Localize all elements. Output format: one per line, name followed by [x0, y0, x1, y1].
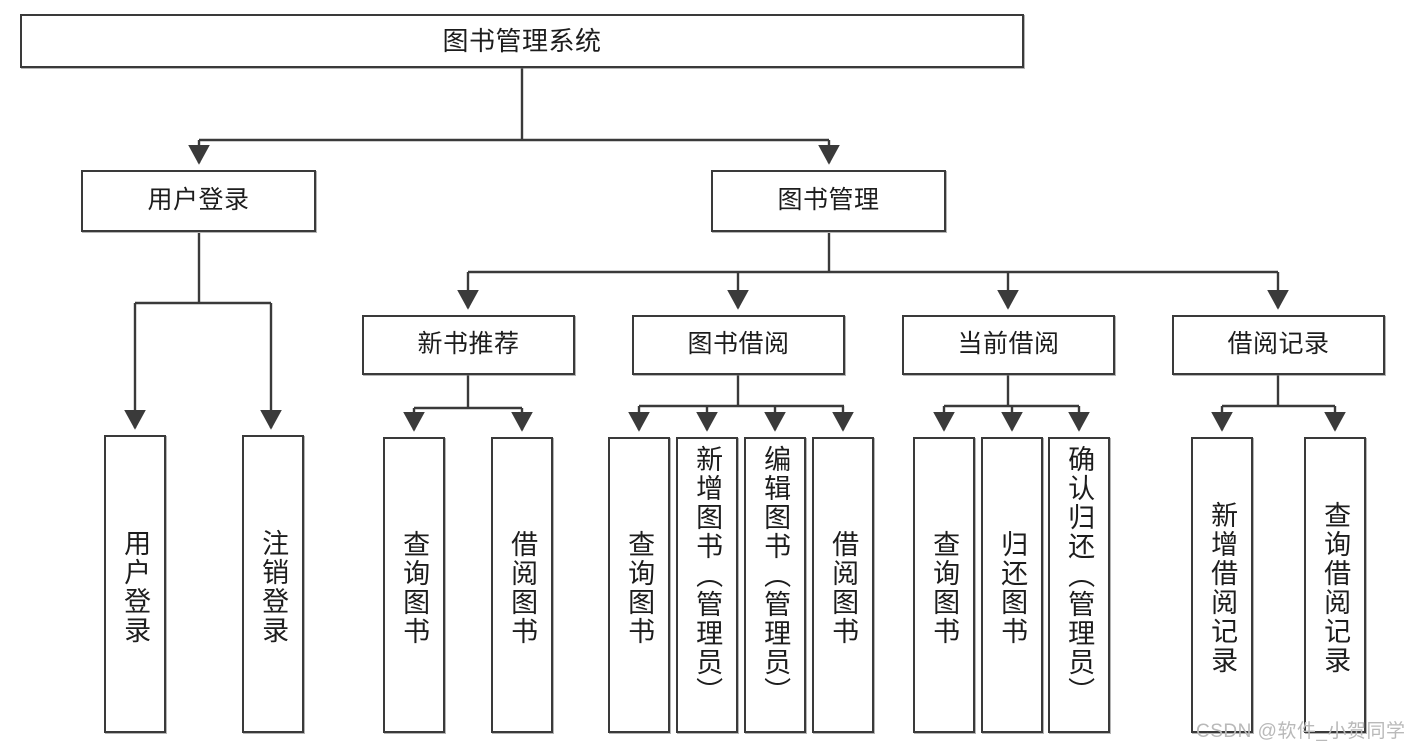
node-current-borrow-label: 当前借阅	[957, 330, 1060, 359]
node-leaf-borrow-book-1-label: 借阅图书	[507, 530, 538, 646]
node-leaf-edit-book-label: 编辑图书（管理员）	[760, 445, 791, 706]
node-leaf-logout-login-label: 注销登录	[258, 529, 289, 645]
node-leaf-logout-login[interactable]: 注销登录	[242, 435, 304, 733]
node-leaf-edit-book[interactable]: 编辑图书（管理员）	[744, 437, 806, 733]
node-leaf-add-book[interactable]: 新增图书（管理员）	[676, 437, 738, 733]
node-new-book-recommend-label: 新书推荐	[417, 330, 520, 359]
node-leaf-query-book-1-label: 查询图书	[399, 530, 430, 646]
node-leaf-query-record-label: 查询借阅记录	[1320, 501, 1351, 675]
node-leaf-return-book-label: 归还图书	[997, 530, 1028, 646]
node-leaf-query-book-1[interactable]: 查询图书	[383, 437, 445, 733]
node-root-label: 图书管理系统	[442, 25, 602, 56]
node-leaf-confirm-return[interactable]: 确认归还（管理员）	[1048, 437, 1110, 733]
node-leaf-borrow-book-2-label: 借阅图书	[828, 530, 859, 646]
node-new-book-recommend[interactable]: 新书推荐	[362, 315, 575, 375]
node-book-borrow-label: 图书借阅	[687, 330, 790, 359]
node-leaf-query-book-2[interactable]: 查询图书	[608, 437, 670, 733]
node-user-login[interactable]: 用户登录	[81, 170, 316, 232]
node-current-borrow[interactable]: 当前借阅	[902, 315, 1115, 375]
node-leaf-add-record-label: 新增借阅记录	[1207, 501, 1238, 675]
node-leaf-add-book-label: 新增图书（管理员）	[692, 445, 723, 706]
node-book-manage-label: 图书管理	[777, 186, 880, 215]
node-book-borrow[interactable]: 图书借阅	[632, 315, 845, 375]
node-leaf-confirm-return-label: 确认归还（管理员）	[1064, 445, 1095, 706]
node-leaf-return-book[interactable]: 归还图书	[981, 437, 1043, 733]
node-leaf-user-login-label: 用户登录	[120, 529, 151, 645]
node-borrow-record[interactable]: 借阅记录	[1172, 315, 1385, 375]
node-borrow-record-label: 借阅记录	[1227, 330, 1330, 359]
node-leaf-borrow-book-1[interactable]: 借阅图书	[491, 437, 553, 733]
node-leaf-query-record[interactable]: 查询借阅记录	[1304, 437, 1366, 733]
node-root[interactable]: 图书管理系统	[20, 14, 1024, 68]
node-leaf-add-record[interactable]: 新增借阅记录	[1191, 437, 1253, 733]
node-leaf-query-book-3-label: 查询图书	[929, 530, 960, 646]
node-leaf-borrow-book-2[interactable]: 借阅图书	[812, 437, 874, 733]
node-leaf-query-book-3[interactable]: 查询图书	[913, 437, 975, 733]
node-user-login-label: 用户登录	[147, 186, 250, 215]
node-book-manage[interactable]: 图书管理	[711, 170, 946, 232]
node-leaf-query-book-2-label: 查询图书	[624, 530, 655, 646]
node-leaf-user-login[interactable]: 用户登录	[104, 435, 166, 733]
